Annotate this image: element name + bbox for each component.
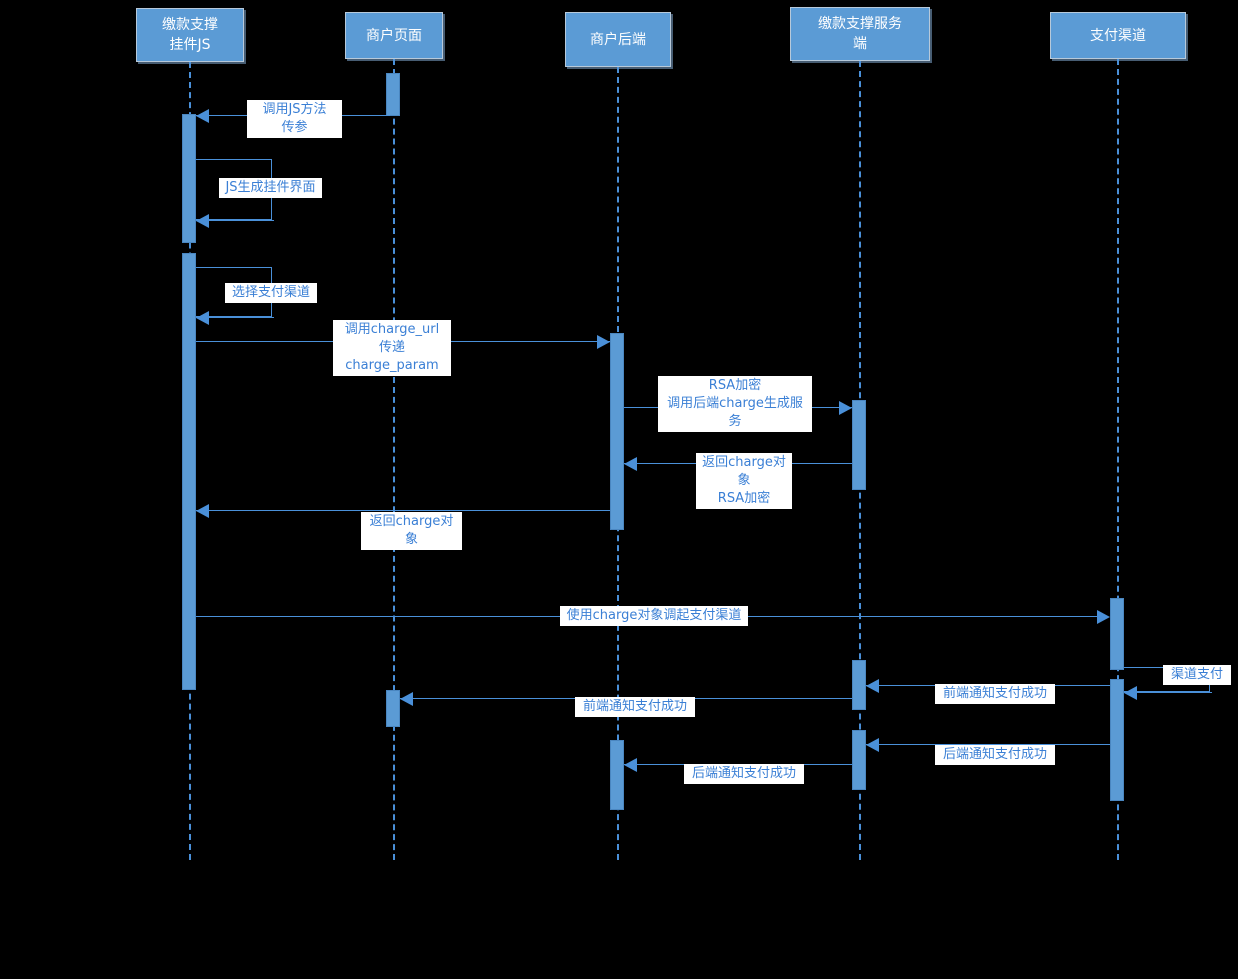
message-label-rsa-encrypt-call: RSA加密 调用后端charge生成服务	[658, 376, 812, 432]
message-arrowhead-return-charge-rsa	[624, 457, 637, 471]
message-arrowhead-backend-notify-backend	[624, 758, 637, 772]
message-label-js-select-channel: 选择支付渠道	[225, 283, 317, 303]
message-arrowhead-return-charge-object	[196, 504, 209, 518]
activation-bar-payment-server-2	[852, 660, 866, 710]
message-label-backend-notify-server: 后端通知支付成功	[935, 745, 1055, 765]
message-label-call-js-method: 调用JS方法 传参	[247, 100, 342, 138]
message-arrowhead-frontend-notify-server	[866, 679, 879, 693]
lifeline-payment-channel	[1117, 59, 1119, 860]
message-label-js-render-ui: JS生成挂件界面	[219, 178, 322, 198]
message-arrowhead-js-select-channel	[196, 311, 209, 325]
message-label-invoke-payment-channel: 使用charge对象调起支付渠道	[560, 606, 748, 626]
message-arrowhead-invoke-payment-channel	[1097, 610, 1110, 624]
message-arrow-channel-payment-return	[1124, 692, 1212, 693]
participant-box-merchant-backend[interactable]: 商户后端	[565, 12, 671, 67]
activation-bar-payment-server-3	[852, 730, 866, 790]
participant-box-payment-channel[interactable]: 支付渠道	[1050, 12, 1186, 59]
message-arrowhead-call-charge-url	[597, 335, 610, 349]
participant-box-payment-server[interactable]: 缴款支撑服务 端	[790, 7, 930, 61]
activation-bar-merchant-page-1	[386, 73, 400, 116]
activation-bar-payment-channel-1	[1110, 598, 1124, 670]
activation-bar-js-2	[182, 253, 196, 690]
message-arrowhead-rsa-encrypt-call	[839, 401, 852, 415]
activation-bar-merchant-page-2	[386, 690, 400, 727]
message-arrowhead-backend-notify-server	[866, 738, 879, 752]
message-arrow-js-select-channel-return	[196, 317, 274, 318]
message-arrow-backend-notify-server	[866, 744, 1110, 745]
participant-box-js[interactable]: 缴款支撑 挂件JS	[136, 8, 244, 62]
message-label-channel-payment: 渠道支付	[1163, 665, 1231, 685]
lifeline-merchant-page	[393, 59, 395, 860]
message-arrow-js-render-ui-return	[196, 220, 274, 221]
message-label-call-charge-url: 调用charge_url 传递charge_param	[333, 320, 451, 376]
activation-bar-payment-server-1	[852, 400, 866, 490]
message-label-frontend-notify-server: 前端通知支付成功	[935, 684, 1055, 704]
activation-bar-merchant-backend-2	[610, 740, 624, 810]
activation-bar-js-1	[182, 114, 196, 243]
activation-bar-payment-channel-2	[1110, 679, 1124, 801]
message-label-backend-notify-backend: 后端通知支付成功	[684, 764, 804, 784]
message-arrowhead-frontend-notify-page	[400, 692, 413, 706]
message-label-return-charge-object: 返回charge对象	[361, 512, 462, 550]
message-arrowhead-js-render-ui	[196, 214, 209, 228]
message-label-frontend-notify-page: 前端通知支付成功	[575, 697, 695, 717]
message-label-return-charge-rsa: 返回charge对象 RSA加密	[696, 453, 792, 509]
activation-bar-merchant-backend-1	[610, 333, 624, 530]
message-arrowhead-call-js-method	[196, 109, 209, 123]
message-arrow-return-charge-object	[196, 510, 610, 511]
participant-box-merchant-page[interactable]: 商户页面	[345, 12, 443, 59]
message-arrowhead-channel-payment	[1124, 686, 1137, 700]
